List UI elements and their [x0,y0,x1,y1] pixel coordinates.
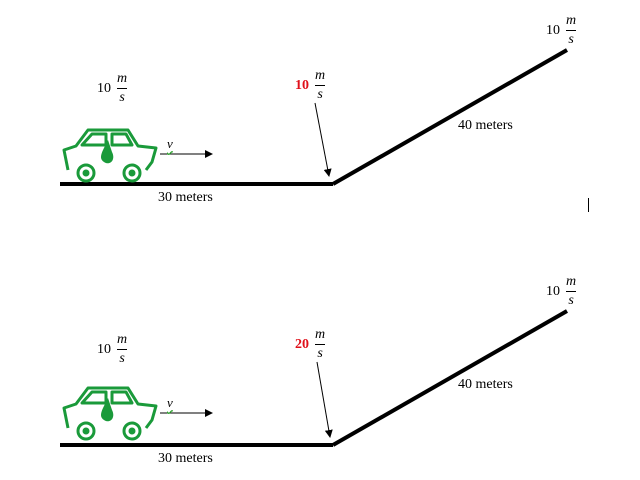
flat-distance-label-1: 30 meters [158,190,213,205]
speed-value: 10 [546,283,560,299]
pointer-arrow-1 [314,102,332,177]
pointer-arrow-2 [316,361,333,438]
velocity-label-1: v [167,136,173,151]
car-icon [62,386,158,441]
speed-value: 10 [97,341,111,357]
flat-distance-label-2: 30 meters [158,451,213,466]
leaf-drop-icon [101,398,114,422]
car-icon [62,128,158,183]
speed-value: 20 [295,336,309,352]
speed-value: 10 [295,77,309,93]
ramp-distance-label-1: 40 meters [458,118,513,133]
velocity-label-2: v [167,395,173,410]
ramp-distance-label-2: 40 meters [458,377,513,392]
ramp-track-1 [332,48,568,186]
panel-1 [60,48,568,186]
text-cursor [588,198,589,212]
panel-2 [60,309,568,447]
leaf-drop-icon [101,140,114,164]
ramp-track-2 [332,309,568,447]
speed-value: 10 [546,22,560,38]
speed-value: 10 [97,80,111,96]
